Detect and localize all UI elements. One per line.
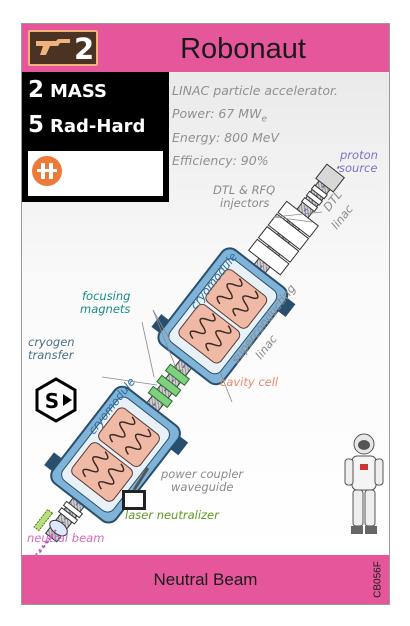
raygun-icon <box>36 39 70 55</box>
desc-power: Power: 67 MW <box>172 106 262 121</box>
footer-band <box>22 555 389 604</box>
card-code-text: CB056F <box>372 561 384 598</box>
accelerator-diagram <box>33 163 345 555</box>
label-power-coupler-1: power coupler <box>161 467 244 481</box>
label-proton-source-2: source <box>339 161 378 175</box>
spectral-box <box>28 151 163 196</box>
desc-line-4: Efficiency: 90% <box>172 153 269 168</box>
label-cryogen-2: transfer <box>28 348 74 362</box>
thrust-value: 2 <box>74 32 95 66</box>
label-focusing-1: focusing <box>82 289 131 303</box>
card-code: CB056F <box>371 558 385 602</box>
mass-value: 2 <box>28 77 45 103</box>
label-cavity-cell: cavity cell <box>220 375 279 389</box>
label-dtl-rfq-1: DTL & RFQ <box>213 183 276 197</box>
thrust-badge: 2 <box>28 30 98 66</box>
radhard-label: Rad-Hard <box>50 116 146 137</box>
label-dtl-rfq-2: injectors <box>220 196 270 210</box>
desc-line-2: Power: 67 MWe <box>172 106 267 125</box>
footer-title: Neutral Beam <box>153 570 258 589</box>
label-cryogen-1: cryogen <box>28 335 75 349</box>
desc-line-1: LINAC particle accelerator. <box>172 83 338 98</box>
mass-label: MASS <box>50 81 107 102</box>
radhard-value: 5 <box>28 112 45 138</box>
card-title: Robonaut <box>180 33 306 65</box>
s-type-badge-icon: S <box>35 377 77 423</box>
desc-power-sub: e <box>261 114 267 125</box>
label-focusing-2: magnets <box>80 302 131 316</box>
label-proton-source-1: proton <box>340 148 378 162</box>
label-laser-neutralizer: laser neutralizer <box>125 508 219 522</box>
astronaut-icon <box>344 433 384 534</box>
desc-line-3: Energy: 800 MeV <box>172 130 280 145</box>
label-power-coupler-2: waveguide <box>171 480 234 494</box>
type-letter: S <box>45 389 59 413</box>
label-neutral-beam: neutral beam <box>27 531 105 545</box>
spectral-type-icon <box>32 156 62 186</box>
